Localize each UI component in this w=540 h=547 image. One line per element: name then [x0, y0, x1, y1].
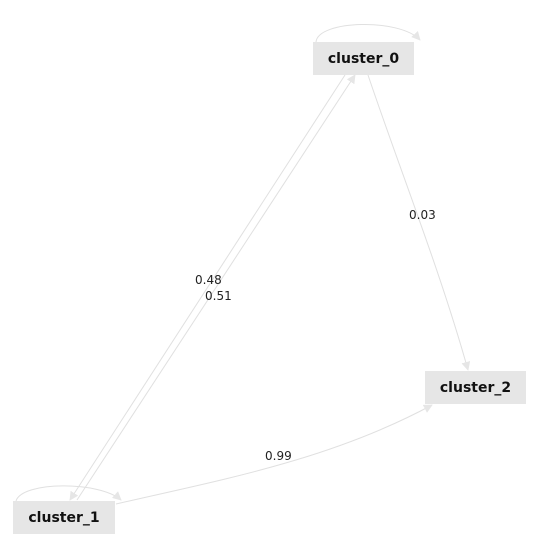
edge-label-cluster_1-to-cluster_0: 0.48 — [195, 273, 222, 287]
node-cluster_1-box — [13, 501, 115, 534]
edge-labels: 0.03 0.48 0.51 0.99 — [195, 208, 436, 463]
node-cluster_2-label: cluster_2 — [440, 380, 511, 396]
node-cluster_0-label: cluster_0 — [328, 51, 399, 67]
edge-label-cluster_0-to-cluster_2: 0.03 — [409, 208, 436, 222]
edge-cluster_1-to-cluster_0 — [76, 74, 356, 501]
node-cluster_2[interactable]: cluster_2 — [425, 371, 526, 404]
node-cluster_1[interactable]: cluster_1 — [13, 501, 115, 534]
edge-label-cluster_0-to-cluster_1: 0.51 — [205, 289, 232, 303]
edge-cluster_1-self-loop — [15, 485, 122, 502]
edge-cluster_0-to-cluster_1 — [69, 74, 346, 501]
node-cluster_0-box — [313, 42, 414, 75]
edge-cluster_0-self-loop — [315, 24, 421, 43]
edge-cluster_0-to-cluster_2 — [367, 74, 471, 371]
node-cluster_1-label: cluster_1 — [28, 510, 99, 526]
node-cluster_0[interactable]: cluster_0 — [313, 42, 414, 75]
node-cluster_2-box — [425, 371, 526, 404]
edge-cluster_1-to-cluster_2 — [115, 404, 433, 505]
edges — [15, 24, 471, 505]
edge-label-cluster_1-to-cluster_2: 0.99 — [265, 449, 292, 463]
